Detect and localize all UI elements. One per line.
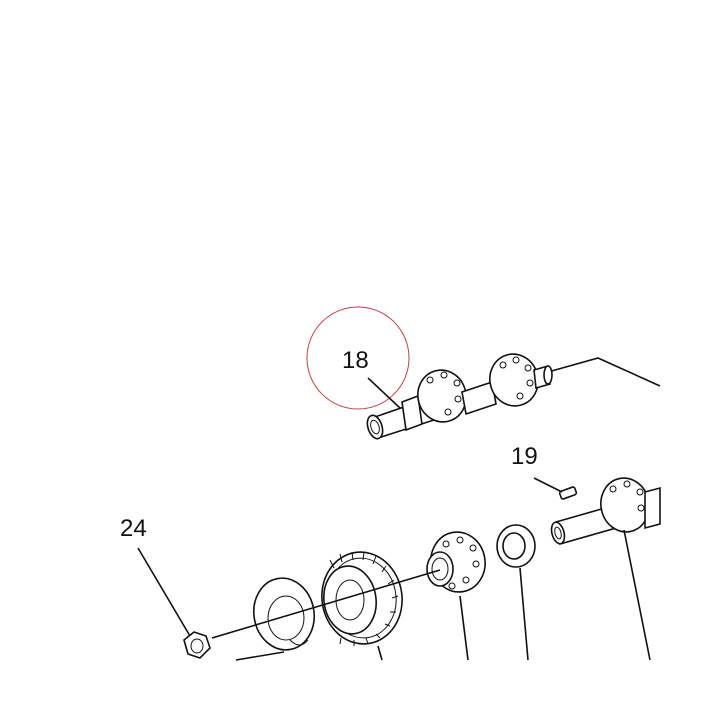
reference-line [519,567,529,661]
leader-24 [137,547,191,637]
camshaft-upper [366,353,661,440]
callout-18-highlight-circle [306,306,410,410]
flanged-hub [426,531,486,593]
callout-24: 24 [120,515,147,542]
assembly-axis-line [211,569,441,639]
reference-line [623,529,651,661]
reference-line [235,651,285,661]
spacer-ring [496,524,536,568]
thrust-washer [253,577,315,651]
callout-19: 19 [511,443,538,470]
callout-18: 18 [342,347,369,374]
reference-line [459,595,469,661]
leader-19 [533,477,563,493]
woodruff-key [558,486,578,500]
toothed-pulley [321,551,403,646]
leader-18 [367,377,401,409]
reference-line [377,645,383,661]
shaft-lower-right [550,477,661,546]
flange-nut [183,631,211,659]
